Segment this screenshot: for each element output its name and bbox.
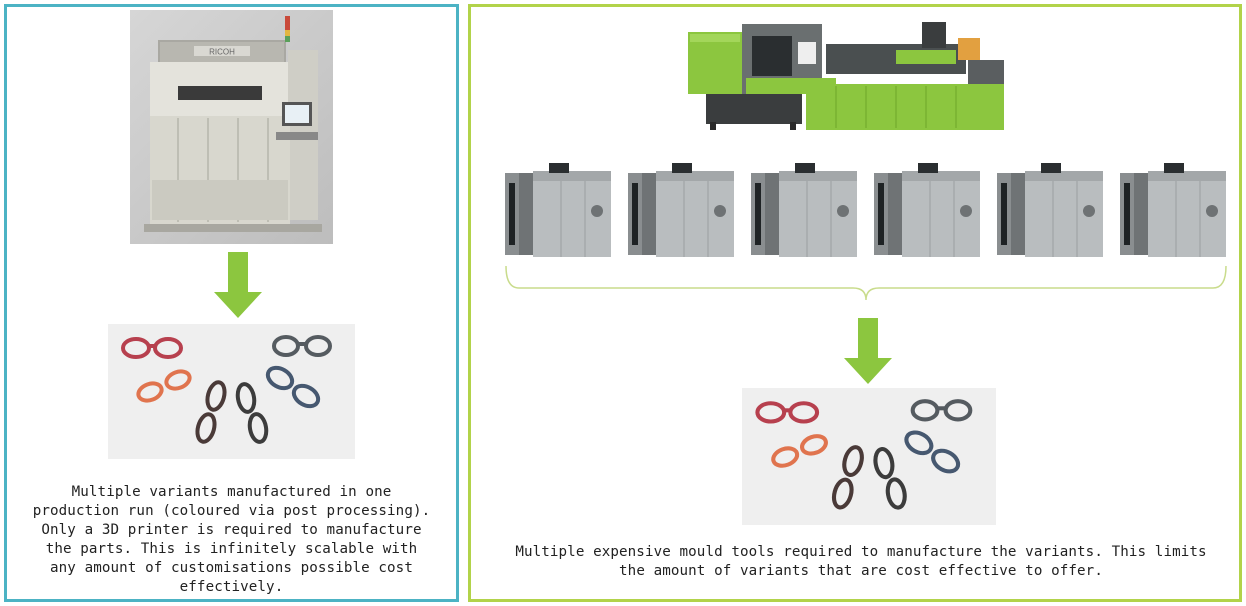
injection-moulding-description: Multiple expensive mould tools required … [515,544,1207,579]
mould-tool-illustration [628,163,734,257]
3d-printer-photo: RICOH [130,10,333,244]
mould-tool-photo [1120,163,1227,260]
down-arrow-icon [214,252,262,318]
mould-tool-illustration [751,163,857,257]
mould-tool-photo [751,163,858,260]
down-arrow-icon [844,318,892,384]
moulding-machine-illustration [688,22,1004,130]
mould-tool-photo [997,163,1104,260]
mould-tool-photo [505,163,612,260]
mould-tool-illustration [1120,163,1226,257]
mould-tool-illustration [997,163,1103,257]
glasses-illustration [121,335,332,444]
3d-printer-illustration: RICOH [144,16,322,232]
eyewear-variants-photo [108,324,355,459]
grouping-brace [505,266,1227,301]
glasses-illustration [755,399,973,510]
mould-tool-illustration [505,163,611,257]
eyewear-variants-photo [742,388,996,525]
injection-moulding-machine-photo [686,14,1008,142]
printer-logo: RICOH [209,48,235,57]
additive-manufacturing-description: Multiple variants manufactured in one pr… [32,484,431,595]
mould-tool-photo [628,163,735,260]
mould-tool-illustration [874,163,980,257]
mould-tool-photo [874,163,981,260]
